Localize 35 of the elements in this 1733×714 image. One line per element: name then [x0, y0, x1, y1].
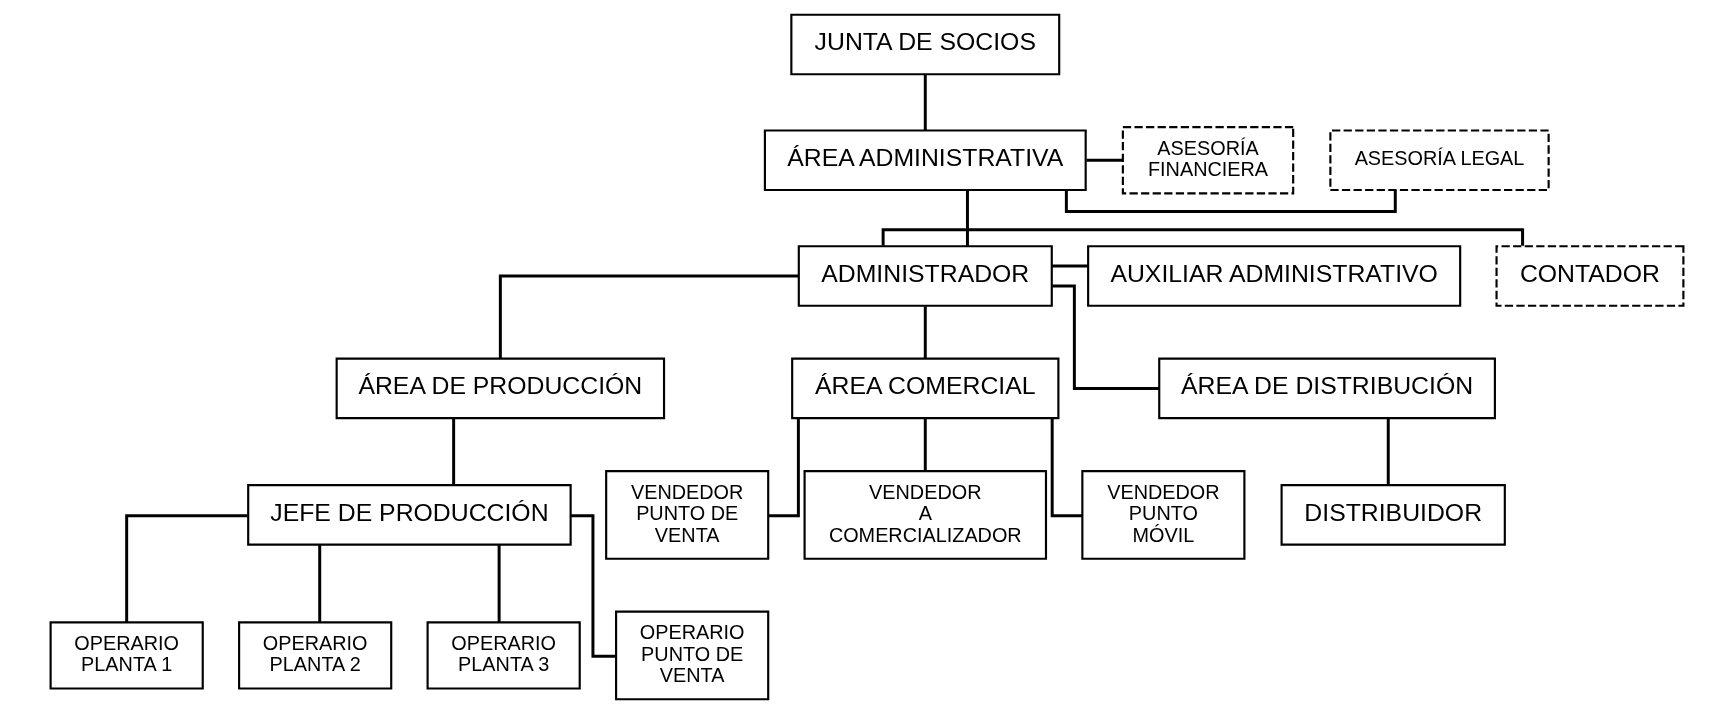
- connector: [923, 306, 927, 359]
- connector: [1086, 158, 1123, 162]
- node-box: OPERARIO PLANTA 3: [426, 621, 581, 690]
- node-box: OPERARIO PUNTO DE VENTA: [614, 610, 769, 701]
- connector: [317, 544, 321, 623]
- node-box: VENDEDOR A COMERCIALIZADOR: [803, 470, 1047, 560]
- node-box: ÁREA ADMINISTRATIVA: [763, 129, 1087, 192]
- node-box: AUXILIAR ADMINISTRATIVO: [1086, 245, 1461, 307]
- connector: [923, 418, 927, 471]
- node-box: ADMINISTRADOR: [797, 245, 1053, 307]
- connector: [881, 228, 1524, 246]
- node-box: OPERARIO PLANTA 2: [237, 621, 392, 690]
- node-box: JUNTA DE SOCIOS: [789, 13, 1060, 76]
- connector: [124, 514, 247, 623]
- connector: [497, 544, 501, 623]
- node-box: OPERARIO PLANTA 1: [49, 621, 204, 690]
- node-box: DISTRIBUIDOR: [1280, 484, 1506, 546]
- node-box: ASESORÍA FINANCIERA: [1121, 126, 1294, 195]
- node-box: ÁREA DE DISTRIBUCIÓN: [1157, 357, 1496, 420]
- node-box: JEFE DE PRODUCCIÓN: [246, 484, 572, 546]
- node-box: ÁREA COMERCIAL: [790, 357, 1059, 420]
- connector: [1386, 418, 1390, 485]
- node-box: VENDEDOR PUNTO DE VENTA: [604, 470, 769, 560]
- node-box: VENDEDOR PUNTO MÓVIL: [1080, 470, 1245, 560]
- node-box: CONTADOR: [1494, 245, 1684, 307]
- node-box: ÁREA DE PRODUCCIÓN: [335, 357, 665, 420]
- connector: [1051, 284, 1159, 390]
- connector: [451, 418, 455, 485]
- connector: [768, 418, 800, 518]
- connector: [1051, 264, 1088, 268]
- node-box: ASESORÍA LEGAL: [1328, 129, 1550, 192]
- connector: [498, 274, 798, 359]
- connector: [923, 74, 927, 131]
- connector: [1050, 418, 1082, 518]
- connector: [965, 190, 969, 246]
